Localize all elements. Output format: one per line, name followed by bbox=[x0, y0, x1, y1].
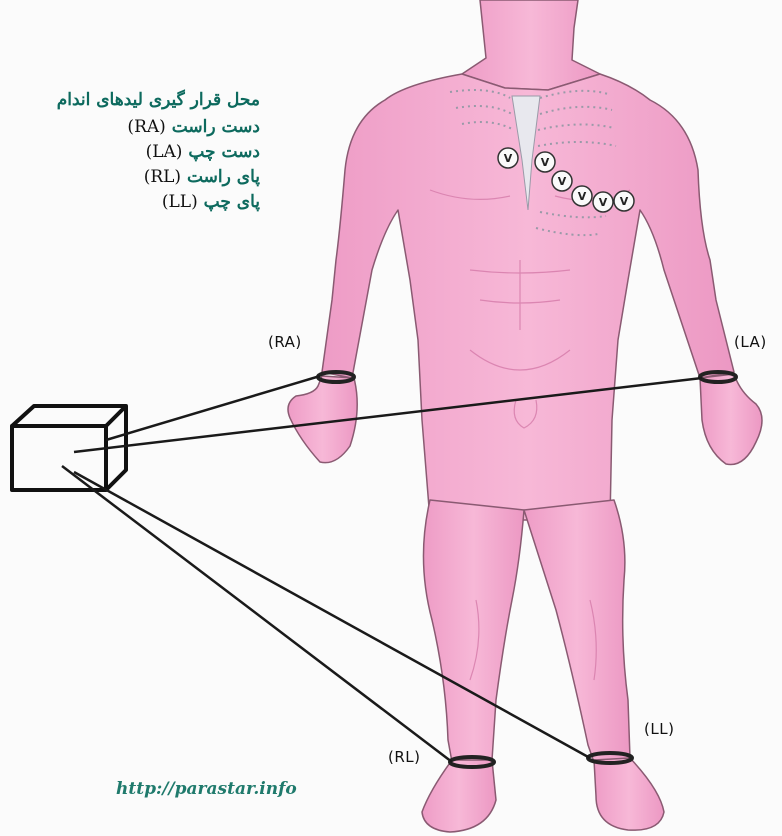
left-hand bbox=[700, 374, 762, 465]
legend-item-ll: پای چپ (LL) bbox=[6, 190, 260, 215]
electrode-v-label: V bbox=[504, 152, 513, 165]
left-foot bbox=[594, 758, 664, 830]
legend-item-ra: دست راست (RA) bbox=[6, 115, 260, 140]
electrode-v-label: V bbox=[620, 195, 629, 208]
right-leg bbox=[423, 500, 524, 762]
head-neck bbox=[462, 0, 600, 90]
source-credit: http://parastar.info bbox=[116, 779, 297, 799]
legend-code: (LA) bbox=[146, 142, 183, 162]
cable-rl bbox=[62, 466, 452, 762]
left-leg bbox=[524, 500, 630, 762]
legend-title: محل قرار گیری لیدهای اندام bbox=[6, 88, 260, 113]
legend-item-rl: پای راست (RL) bbox=[6, 165, 260, 190]
lead-label-ra: (RA) bbox=[268, 333, 302, 351]
lead-label-la: (LA) bbox=[734, 333, 767, 351]
legend-text: دست چپ bbox=[188, 142, 260, 162]
electrode-v-label: V bbox=[599, 196, 608, 209]
legend-text: پای چپ bbox=[204, 192, 260, 212]
legend-code: (RA) bbox=[127, 117, 165, 137]
electrode-v-label: V bbox=[558, 175, 567, 188]
right-foot bbox=[422, 760, 496, 832]
legend-text: پای راست bbox=[187, 167, 260, 187]
electrode-v-label: V bbox=[541, 156, 550, 169]
legend-code: (RL) bbox=[144, 167, 181, 187]
electrode-v-label: V bbox=[578, 190, 587, 203]
legend-item-la: دست چپ (LA) bbox=[6, 140, 260, 165]
limb-lead-legend: محل قرار گیری لیدهای اندام دست راست (RA)… bbox=[6, 88, 260, 215]
lead-label-rl: (RL) bbox=[388, 748, 420, 766]
legend-code: (LL) bbox=[162, 192, 198, 212]
legend-text: دست راست bbox=[172, 117, 260, 137]
lead-label-ll: (LL) bbox=[644, 720, 674, 738]
